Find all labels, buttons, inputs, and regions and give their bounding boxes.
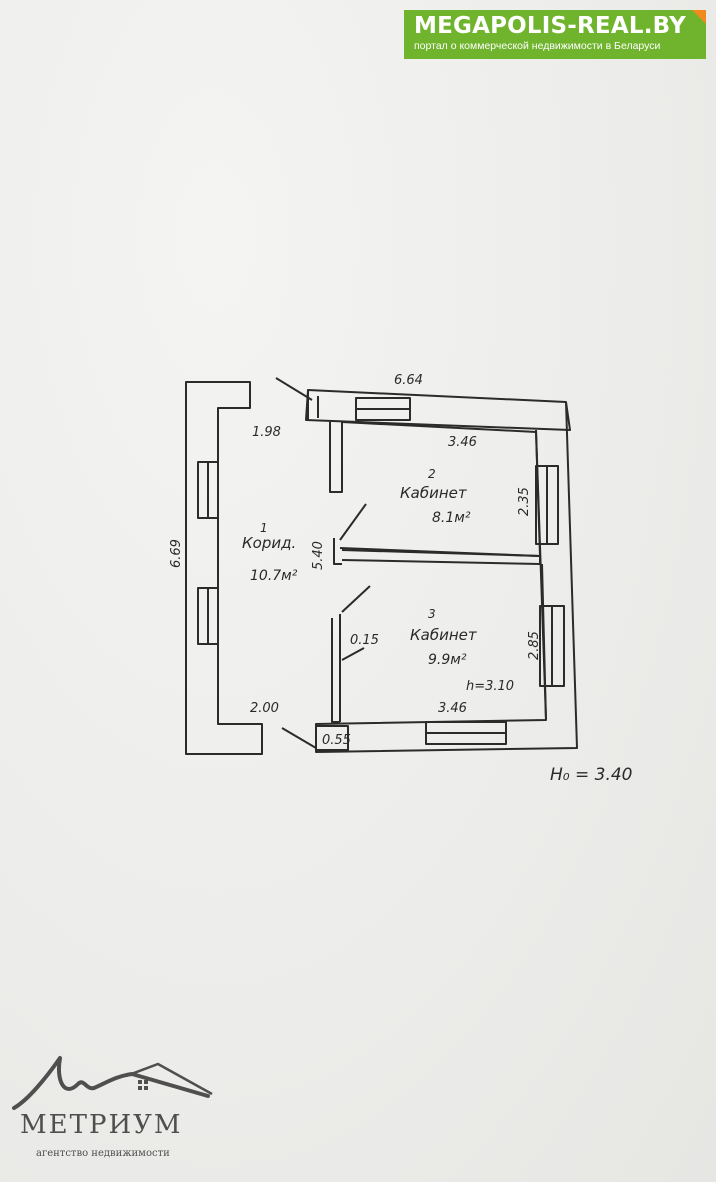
dim-3-46-top: 3.46: [448, 435, 477, 450]
site-banner[interactable]: MEGAPOLIS-REAL.BY портал о коммерческой …: [404, 10, 706, 59]
room-divider-wall: [339, 547, 541, 565]
banner-title: MEGAPOLIS-REAL.BY: [414, 13, 686, 39]
room-1-name: Корид.: [242, 534, 296, 552]
logo-subtitle: агентство недвижимости: [36, 1148, 170, 1159]
dim-3-10: h=3.10: [466, 679, 514, 694]
outer-wall-top-right: [305, 389, 571, 431]
corridor-partition-2: [333, 538, 342, 565]
metrium-logo-mark-icon: [12, 1056, 213, 1110]
banner-subtitle: портал о коммерческой недвижимости в Бел…: [414, 40, 661, 52]
outer-wall-right: [315, 401, 578, 753]
dim-1-98: 1.98: [252, 425, 281, 440]
room-3-name: Кабинет: [410, 626, 478, 644]
dim-2-85: 2.85: [527, 631, 542, 660]
dim-2-00: 2.00: [250, 701, 279, 716]
door-swing-bottom: [281, 727, 317, 749]
room-3-area: 9.9м²: [428, 652, 467, 668]
dim-0-55: 0.55: [322, 733, 351, 748]
door-swing-top: [275, 377, 313, 401]
dim-overall-width: 6.64: [394, 373, 423, 388]
dim-0-15: 0.15: [350, 633, 379, 648]
room-1-area: 10.7м²: [250, 568, 298, 584]
room-2-number: 2: [428, 467, 436, 481]
dim-3-46-bottom: 3.46: [438, 701, 467, 716]
room-2-name: Кабинет: [400, 484, 468, 502]
corridor-partition: [329, 420, 343, 493]
room-1-number: 1: [260, 521, 268, 535]
entry-step: [315, 725, 349, 751]
room-2-area: 8.1м²: [432, 510, 471, 526]
ceiling-height: Н₀ = 3.40: [550, 765, 633, 785]
banner-corner-fold-icon: [692, 10, 706, 24]
door-swing-room3: [341, 585, 371, 613]
wall-thickness-tick: [341, 647, 365, 661]
dim-5-40: 5.40: [311, 541, 326, 570]
logo-name: МЕТРИУМ: [20, 1110, 183, 1140]
dim-overall-height: 6.69: [169, 539, 184, 568]
room-3-wall: [339, 563, 547, 722]
outer-wall: [185, 381, 263, 755]
dim-2-35: 2.35: [517, 487, 532, 516]
corridor-partition-3: [331, 618, 340, 723]
room-3-number: 3: [428, 607, 436, 621]
door-swing-room2: [339, 503, 367, 541]
metrium-logo: МЕТРИУМ агентство недвижимости: [8, 1050, 218, 1170]
